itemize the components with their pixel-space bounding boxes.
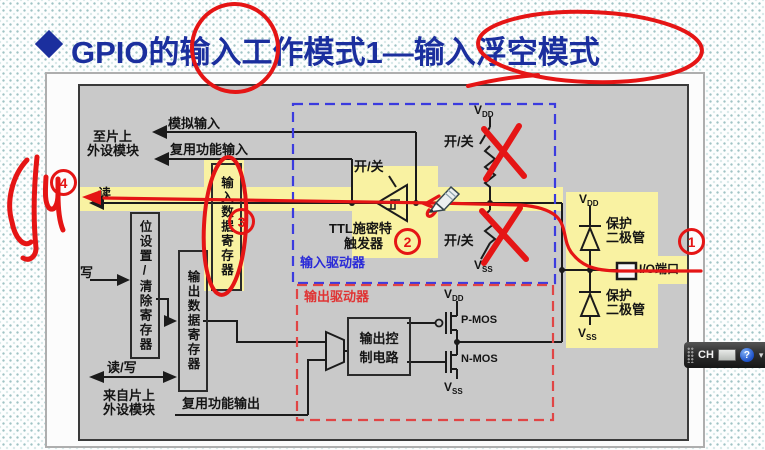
- output-data-register-box: 输出数据寄存器: [178, 250, 208, 392]
- vdd-pullup-label: VDD: [474, 103, 494, 119]
- protect-diode-lower-label-line2: 二极管: [606, 302, 646, 317]
- from-peripheral-label-line2: 外设模块: [103, 402, 156, 417]
- analog-input-label: 模拟输入: [168, 116, 221, 131]
- language-indicator[interactable]: CH: [698, 349, 714, 361]
- read-label: 读: [98, 186, 112, 201]
- to-peripheral-label-line2: 外设模块: [87, 143, 140, 158]
- vdd-diode-label: VDD: [579, 192, 599, 208]
- output-mux-symbol: [325, 330, 345, 372]
- keyboard-icon[interactable]: [717, 349, 736, 361]
- io-pad-symbol: [615, 261, 638, 281]
- input-driver-label: 输入驱动器: [300, 255, 366, 270]
- nmos-label: N-MOS: [461, 353, 498, 365]
- output-driver-label: 输出驱动器: [304, 289, 370, 304]
- input-driver-dashed-box: [291, 102, 557, 285]
- io-port-label: I/O端口: [639, 262, 680, 276]
- output-control-label-line1: 输出控: [359, 330, 399, 346]
- chevron-down-icon[interactable]: ▾: [758, 349, 764, 360]
- language-bar: CH ? ▾: [684, 342, 765, 368]
- output-control-box: 输出控 制电路: [347, 317, 411, 376]
- ttl-schmitt-label-line2: 触发器: [344, 236, 384, 251]
- language-bar-grip-handle[interactable]: [687, 347, 694, 363]
- from-peripheral-label-line1: 来自片上: [103, 388, 156, 403]
- output-control-label-line2: 制电路: [359, 349, 399, 365]
- annotation-number-2: 2: [394, 228, 421, 255]
- protect-diode-upper-label-line1: 保护: [606, 216, 633, 231]
- write-label: 写: [80, 265, 94, 280]
- vss-pulldown-label: VSS: [474, 258, 493, 274]
- bit-set-clear-register-label: 位设置/清除寄存器: [137, 219, 152, 352]
- to-peripheral-label-line1: 至片上: [93, 129, 133, 144]
- vss-nmos-label: VSS: [444, 380, 463, 396]
- read-write-label: 读/写: [107, 360, 137, 375]
- vdd-pmos-label: VDD: [444, 287, 464, 303]
- bit-set-clear-register-box: 位设置/清除寄存器: [130, 212, 160, 359]
- pmos-label: P-MOS: [461, 314, 498, 326]
- output-driver-dashed-box: [295, 283, 555, 422]
- vss-diode-label: VSS: [578, 326, 597, 342]
- help-icon[interactable]: ?: [739, 348, 754, 362]
- annotation-number-3: 3: [228, 208, 255, 235]
- on-off-label-pullup: 开/关: [444, 134, 474, 149]
- annotation-number-4: 4: [50, 169, 77, 196]
- output-data-register-label: 输出数据寄存器: [185, 270, 200, 372]
- on-off-label-pulldown: 开/关: [444, 233, 474, 248]
- ttl-schmitt-label-line1: TTL施密特: [329, 221, 392, 236]
- alt-func-output-label: 复用功能输出: [182, 396, 261, 411]
- alt-func-input-label: 复用功能输入: [170, 142, 249, 157]
- protect-diode-lower-label-line1: 保护: [606, 288, 633, 303]
- pmos-gate-bubble: [434, 318, 444, 328]
- annotation-number-1: 1: [678, 228, 705, 255]
- on-off-label-schmitt: 开/关: [354, 159, 384, 174]
- protect-diode-upper-label-line2: 二极管: [606, 230, 646, 245]
